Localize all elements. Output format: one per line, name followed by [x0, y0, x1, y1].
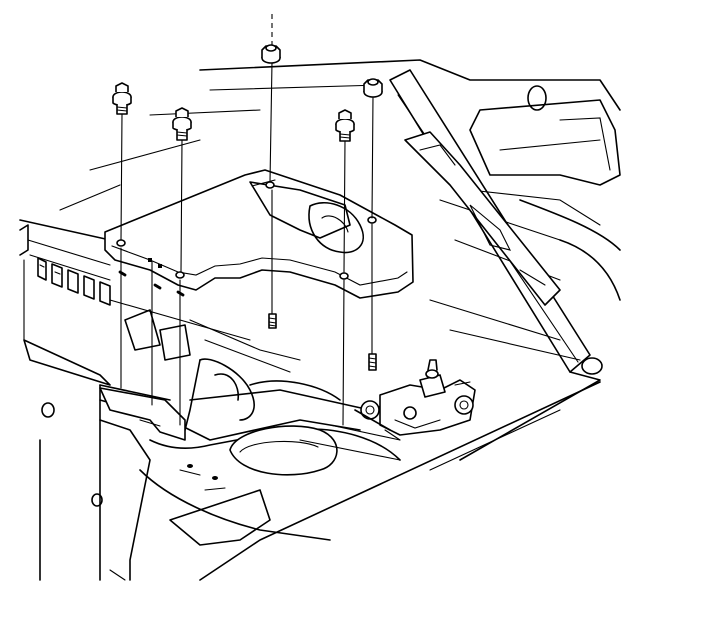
nut-icon	[261, 44, 281, 64]
mounting-plate	[104, 169, 414, 299]
alignment-lines	[120, 14, 374, 426]
fasteners	[112, 44, 383, 371]
vehicle-body-background	[19, 59, 621, 581]
stud-icon	[368, 353, 377, 371]
nut-icon	[363, 78, 383, 98]
bolt-icon	[172, 107, 192, 141]
actuator-assembly	[354, 359, 476, 441]
bolt-icon	[112, 82, 132, 115]
grille-slats	[37, 257, 111, 306]
bolt-icon	[335, 109, 355, 142]
stud-icon	[268, 313, 277, 329]
